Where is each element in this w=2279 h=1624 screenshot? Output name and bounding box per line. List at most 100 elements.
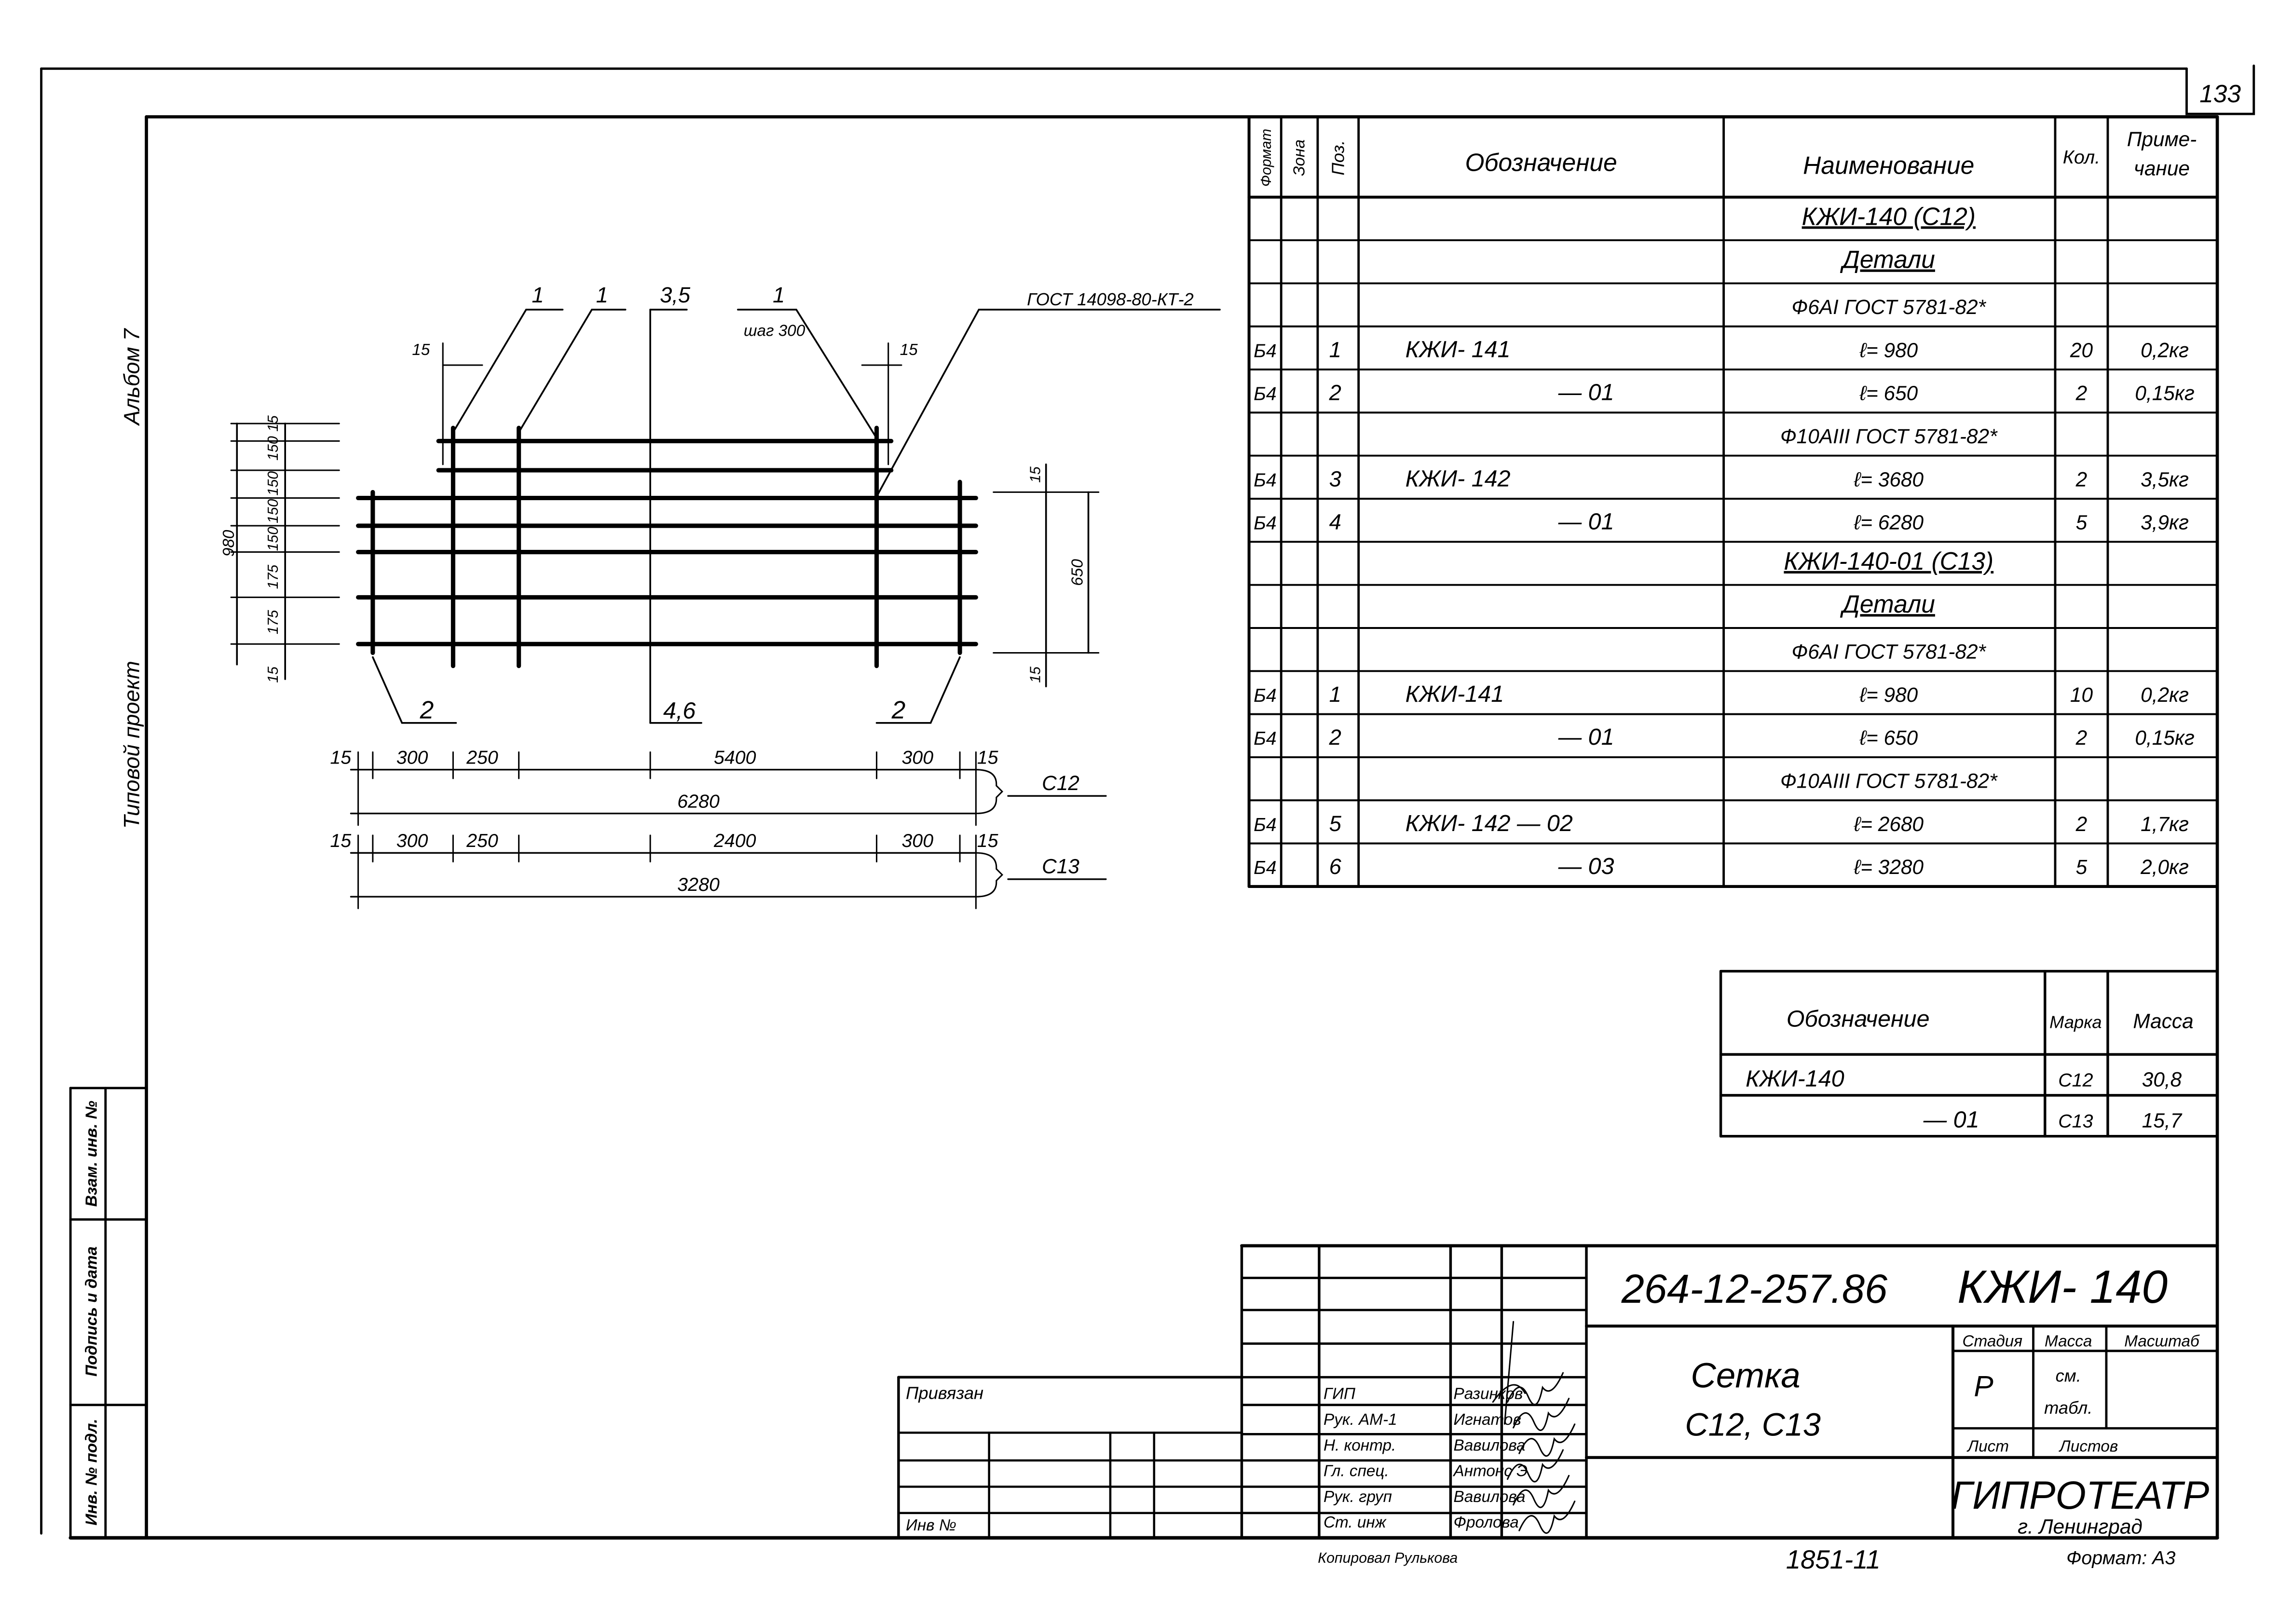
row-designation: КЖИ-141 bbox=[1406, 681, 1504, 707]
row-qty: 20 bbox=[2070, 339, 2093, 361]
drawing-subtitle: С12, С13 bbox=[1685, 1407, 1821, 1443]
dim-left-segment: 175 bbox=[265, 610, 281, 634]
dim-left-segment: 150 bbox=[265, 527, 281, 551]
page-number-box bbox=[2185, 64, 2255, 115]
row-pos: 1 bbox=[1329, 337, 1341, 362]
stamp-signature-date: Подпись и дата bbox=[83, 1246, 101, 1377]
order-number: 1851-11 bbox=[1786, 1545, 1881, 1574]
row-qty: 10 bbox=[2070, 683, 2093, 706]
signature-scribble bbox=[1518, 1501, 1576, 1534]
row-format: Б4 bbox=[1254, 728, 1277, 749]
leader-2 bbox=[518, 309, 627, 434]
row-designation: — 03 bbox=[1558, 853, 1614, 879]
signature-scribble bbox=[1507, 1372, 1564, 1406]
row-qty: 2 bbox=[2075, 382, 2088, 405]
mark-label: С12 bbox=[1042, 772, 1079, 794]
role-name: Вавилова bbox=[1453, 1436, 1525, 1454]
header-pos: Поз. bbox=[1328, 140, 1348, 175]
gost-leader bbox=[875, 309, 1221, 498]
mass-row-designation: КЖИ-140 bbox=[1746, 1066, 1844, 1092]
leader-4 bbox=[737, 309, 878, 439]
drawing-title: Сетка bbox=[1691, 1356, 1800, 1395]
row-qty: 5 bbox=[2076, 511, 2088, 534]
dim-total: 3280 bbox=[677, 874, 720, 895]
row-pos: 2 bbox=[1329, 381, 1341, 405]
leader-7 bbox=[875, 656, 961, 724]
row-name: КЖИ-140-01 (С13) bbox=[1784, 547, 1993, 575]
dim-980: 980 bbox=[220, 530, 238, 557]
row-pos: 2 bbox=[1329, 725, 1341, 750]
row-pos: 3 bbox=[1329, 466, 1341, 491]
row-name: Ф10АIII ГОСТ 5781-82* bbox=[1780, 425, 1998, 448]
row-name: КЖИ-140 (С12) bbox=[1802, 202, 1976, 230]
dim-chain-segment: 300 bbox=[901, 830, 933, 851]
row-note: 3,5кг bbox=[2141, 468, 2189, 491]
dim-right-15-bottom: 15 bbox=[1028, 667, 1044, 683]
dim-chain-segment: 250 bbox=[466, 830, 498, 851]
row-pos: 5 bbox=[1329, 811, 1342, 836]
dim-650: 650 bbox=[1068, 559, 1086, 586]
row-note: 0,2кг bbox=[2141, 683, 2189, 706]
album-label: Альбом 7 bbox=[119, 328, 144, 426]
organization-city: г. Ленинград bbox=[2018, 1515, 2143, 1538]
mass-value-1: см. bbox=[2056, 1365, 2081, 1385]
row-name: ℓ= 3680 bbox=[1854, 468, 1924, 491]
dim-chain-segment: 15 bbox=[330, 830, 351, 851]
dim-chain-segment: 15 bbox=[330, 747, 351, 768]
mark-label: С13 bbox=[1042, 855, 1079, 878]
leader-label-2: 1 bbox=[596, 283, 608, 307]
dim-chain-segment: 5400 bbox=[714, 747, 756, 768]
role-name: Игнатов bbox=[1453, 1411, 1521, 1429]
mass-row-designation: — 01 bbox=[1923, 1107, 1979, 1133]
stage-header: Стадия bbox=[1962, 1333, 2022, 1351]
signature-scribble bbox=[1507, 1449, 1564, 1483]
row-qty: 2 bbox=[2075, 813, 2088, 835]
row-designation: — 01 bbox=[1558, 380, 1614, 406]
dim-left-segment: 150 bbox=[265, 436, 281, 461]
sheet-label: Лист bbox=[1966, 1438, 2009, 1456]
organization-name: ГИПРОТЕАТР bbox=[1951, 1474, 2210, 1517]
role-label: Гл. спец. bbox=[1324, 1462, 1389, 1480]
row-format: Б4 bbox=[1254, 469, 1277, 491]
row-format: Б4 bbox=[1254, 513, 1277, 534]
mass-row-mass: 15,7 bbox=[2142, 1109, 2183, 1132]
copied-by: Копировал Рулькова bbox=[1318, 1550, 1458, 1566]
row-note: 3,9кг bbox=[2141, 511, 2189, 534]
mass-header-mass: Масса bbox=[2133, 1010, 2193, 1033]
row-note: 2,0кг bbox=[2140, 856, 2189, 878]
header-zone: Зона bbox=[1291, 139, 1309, 176]
row-name: Ф10АIII ГОСТ 5781-82* bbox=[1780, 770, 1998, 792]
dim-chain-segment: 300 bbox=[396, 747, 428, 768]
dim-left-segment: 150 bbox=[265, 471, 281, 496]
dim-left-segment: 15 bbox=[265, 667, 281, 683]
row-designation: — 01 bbox=[1558, 724, 1614, 750]
row-format: Б4 bbox=[1254, 383, 1277, 405]
row-qty: 5 bbox=[2076, 856, 2088, 878]
dim-right-15-top: 15 bbox=[1028, 466, 1044, 483]
mass-row-mark: С13 bbox=[2058, 1111, 2093, 1132]
row-note: 1,7кг bbox=[2141, 813, 2189, 835]
leader-label-3: 3,5 bbox=[660, 283, 691, 307]
header-format: Формат bbox=[1258, 129, 1274, 187]
mass-row-mark: С12 bbox=[2058, 1070, 2093, 1091]
document-number: 264-12-257.86 bbox=[1621, 1266, 1888, 1311]
row-format: Б4 bbox=[1254, 685, 1277, 706]
row-name: Ф6АI ГОСТ 5781-82* bbox=[1792, 296, 1987, 318]
row-qty: 2 bbox=[2075, 726, 2088, 749]
dim-15-left: 15 bbox=[412, 341, 430, 359]
dim-left-segment: 15 bbox=[265, 415, 281, 432]
dim-chain-segment: 300 bbox=[901, 747, 933, 768]
row-name: Детали bbox=[1840, 590, 1935, 618]
row-name: Детали bbox=[1840, 246, 1935, 273]
row-qty: 2 bbox=[2075, 468, 2088, 491]
dim-chain-segment: 300 bbox=[396, 830, 428, 851]
row-pos: 1 bbox=[1329, 682, 1341, 707]
dim-chain-segment: 2400 bbox=[713, 830, 756, 851]
row-format: Б4 bbox=[1254, 814, 1277, 835]
row-designation: КЖИ- 142 — 02 bbox=[1406, 810, 1573, 836]
header-designation: Обозначение bbox=[1465, 148, 1617, 176]
row-name: ℓ= 650 bbox=[1859, 726, 1918, 749]
signature-scribble bbox=[1513, 1397, 1570, 1431]
gost-label: ГОСТ 14098-80-КТ-2 bbox=[1027, 289, 1194, 309]
dim-chain-segment: 15 bbox=[977, 830, 998, 851]
